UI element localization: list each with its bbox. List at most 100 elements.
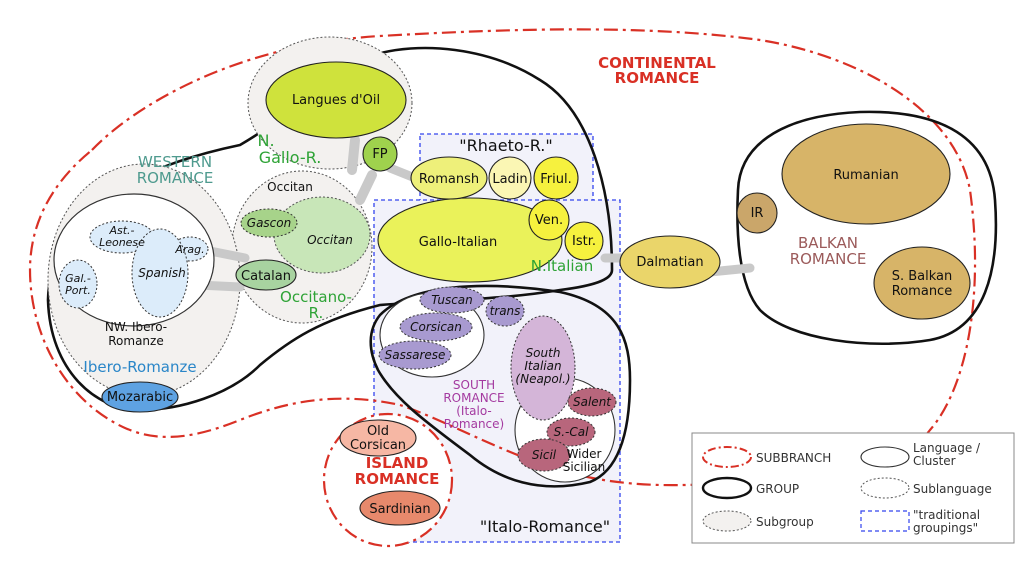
catalan-text: Catalan [241, 269, 291, 284]
south-italian-text-2: Italian [524, 359, 561, 373]
legend-traditional-label-1: "traditional [913, 508, 980, 522]
ast-leonese-text-1: Ast.- [108, 224, 134, 237]
legend-sublanguage-swatch [860, 477, 910, 499]
legend-subbranch-label: SUBBRANCH [756, 451, 831, 465]
gascon-text: Gascon [247, 216, 291, 230]
ven-bubble [528, 199, 570, 241]
nw-ibero-label-1: NW. Ibero- [105, 320, 167, 334]
legend-subgroup-swatch [702, 510, 752, 532]
balkan-label-2: ROMANCE [790, 250, 867, 268]
ast-leonese-text-2: Leonese [99, 236, 145, 249]
gal-port-text-2: Port. [65, 284, 91, 297]
corsican-bubble [399, 312, 473, 342]
sassarese-bubble [378, 340, 452, 370]
south-italian-text-3: (Neapol.) [515, 372, 570, 386]
tuscan-text: Tuscan [431, 293, 473, 307]
n-italian-label: N.Italian [531, 257, 594, 275]
occitan-cluster [273, 196, 371, 274]
ladin-bubble [488, 156, 532, 200]
nw-ibero-label-2: Romanze [108, 334, 163, 348]
island-label-2: ROMANCE [355, 470, 440, 488]
spanish-bubble [131, 228, 189, 318]
friul-bubble [533, 156, 579, 200]
mozarabic-bubble [101, 381, 179, 413]
romansh-text: Romansh [419, 172, 479, 187]
spanish-text: Spanish [138, 266, 185, 280]
salent-text: Salent [573, 395, 612, 409]
salent-bubble [567, 387, 617, 417]
dalmatian-bubble [619, 235, 721, 289]
arag-text: Arag. [174, 243, 204, 256]
old-corsican-bubble [339, 419, 417, 457]
balkan-romance-group [736, 110, 998, 345]
western-label-1: WESTERN [138, 153, 212, 171]
friul-text: Friul. [540, 172, 571, 187]
s-balkan-text-1: S. Balkan [892, 269, 953, 284]
gascon-bubble [240, 208, 298, 238]
ir-text: IR [751, 206, 764, 221]
langues-doil-text: Langues d'Oil [292, 93, 380, 108]
ven-text: Ven. [535, 213, 563, 228]
sardinian-text: Sardinian [369, 502, 430, 517]
tuscan-bubble [419, 286, 485, 314]
italo-romance-label: "Italo-Romance" [480, 517, 610, 536]
rumanian-text: Rumanian [833, 168, 898, 183]
island-label-1: ISLAND [366, 454, 429, 472]
istr-text: Istr. [572, 234, 596, 249]
legend-subbranch-swatch [702, 446, 752, 468]
legend-language-label-1: Language / [913, 441, 981, 455]
fp-text: FP [372, 147, 387, 162]
occitano-label-2: R. [309, 304, 324, 322]
s-cal-bubble [546, 417, 596, 447]
rhaeto-label: "Rhaeto-R." [459, 136, 552, 155]
langues-doil-bubble [265, 61, 407, 139]
occitan-group-label: Occitan [267, 180, 313, 194]
legend-language-swatch [860, 446, 910, 468]
legend-subgroup-label: Subgroup [756, 515, 814, 529]
legend-group-label: GROUP [756, 482, 799, 496]
s-cal-text: S.-Cal [554, 425, 589, 439]
corsican-text: Corsican [410, 320, 462, 334]
old-corsican-text-2: Corsican [350, 438, 406, 453]
catalan-bubble [235, 259, 297, 291]
legend-group-swatch [701, 476, 753, 500]
balkan-label-1: BALKAN [798, 234, 858, 252]
ir-bubble [736, 192, 778, 234]
gallo-italian-bubble [377, 197, 563, 283]
legend-sublanguage-label: Sublanguage [913, 482, 992, 496]
romansh-bubble [410, 156, 488, 200]
gallo-italian-text: Gallo-Italian [419, 235, 497, 250]
n-gallo-label-2: Gallo-R. [259, 148, 322, 167]
s-balkan-bubble [873, 246, 971, 320]
gal-port-text-1: Gal.- [65, 272, 91, 285]
occitan-text: Occitan [307, 233, 353, 247]
south-romance-group [369, 284, 632, 488]
connector [347, 135, 360, 175]
gal-port-bubble [58, 259, 98, 309]
south-italian-bubble [510, 315, 576, 421]
fp-bubble [362, 136, 398, 172]
istr-bubble [564, 221, 604, 261]
wider-sicilian-label-1: Wider [567, 447, 602, 461]
old-corsican-text-1: Old [367, 424, 389, 439]
south-label-4: Romance) [444, 417, 504, 431]
sassarese-text: Sassarese [385, 348, 446, 362]
s-balkan-text-2: Romance [892, 284, 952, 299]
dalmatian-text: Dalmatian [636, 255, 703, 270]
legend-traditional-label-2: groupings" [913, 521, 978, 535]
western-label-2: ROMANCE [137, 169, 214, 187]
legend-language-label-2: Cluster [913, 454, 956, 468]
rumanian-bubble [781, 123, 951, 225]
south-label-1: SOUTH [453, 378, 495, 392]
sicil-text: Sicil [532, 448, 557, 462]
south-label-2: ROMANCE [443, 391, 504, 405]
n-gallo-label-1: N. [257, 131, 274, 150]
legend-traditional-swatch [860, 510, 910, 532]
wider-sicilian-label-2: Sicilian [563, 460, 606, 474]
legend: SUBBRANCH Language / Cluster GROUP Subla… [691, 432, 1015, 544]
mozarabic-text: Mozarabic [107, 390, 173, 405]
connector [355, 170, 377, 205]
trans-text: trans [490, 304, 521, 318]
continental-label-1: CONTINENTAL [598, 54, 716, 72]
